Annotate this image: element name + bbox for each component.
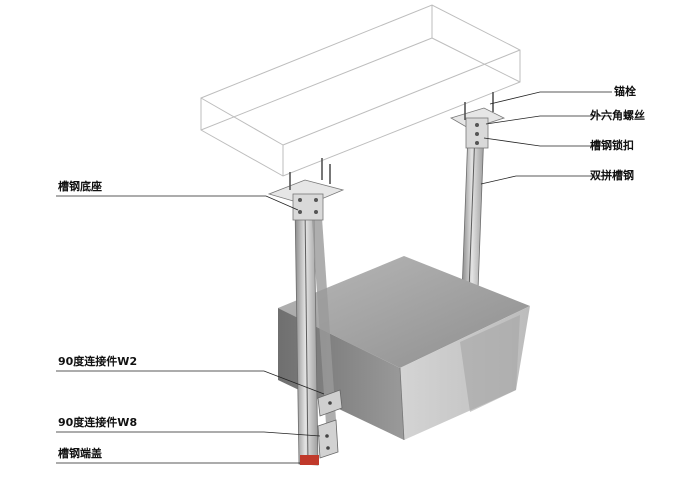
- label-anchor-bolt: 锚栓: [614, 85, 636, 98]
- label-channel-lock: 槽钢锁扣: [590, 139, 634, 152]
- label-hex-bolt: 外六角螺丝: [590, 109, 645, 122]
- right-double-channel: [461, 129, 485, 293]
- leader-lines: [56, 91, 612, 464]
- label-connector-w8: 90度连接件W8: [58, 416, 138, 429]
- connector-w2: [317, 389, 343, 417]
- label-channel-base: 槽钢底座: [58, 180, 102, 193]
- label-double-channel: 双拼槽钢: [590, 169, 634, 182]
- channel-end-cap: [300, 455, 319, 465]
- connector-w8: [317, 419, 339, 459]
- right-channel-base: [450, 107, 506, 149]
- label-end-cap: 槽钢端盖: [58, 447, 102, 460]
- left-anchor-bolts: [289, 158, 331, 190]
- ceiling-slab-outline: [200, 4, 521, 177]
- label-connector-w2: 90度连接件W2: [58, 355, 138, 368]
- right-anchor-bolts: [464, 92, 494, 120]
- left-channel-base: [267, 179, 345, 221]
